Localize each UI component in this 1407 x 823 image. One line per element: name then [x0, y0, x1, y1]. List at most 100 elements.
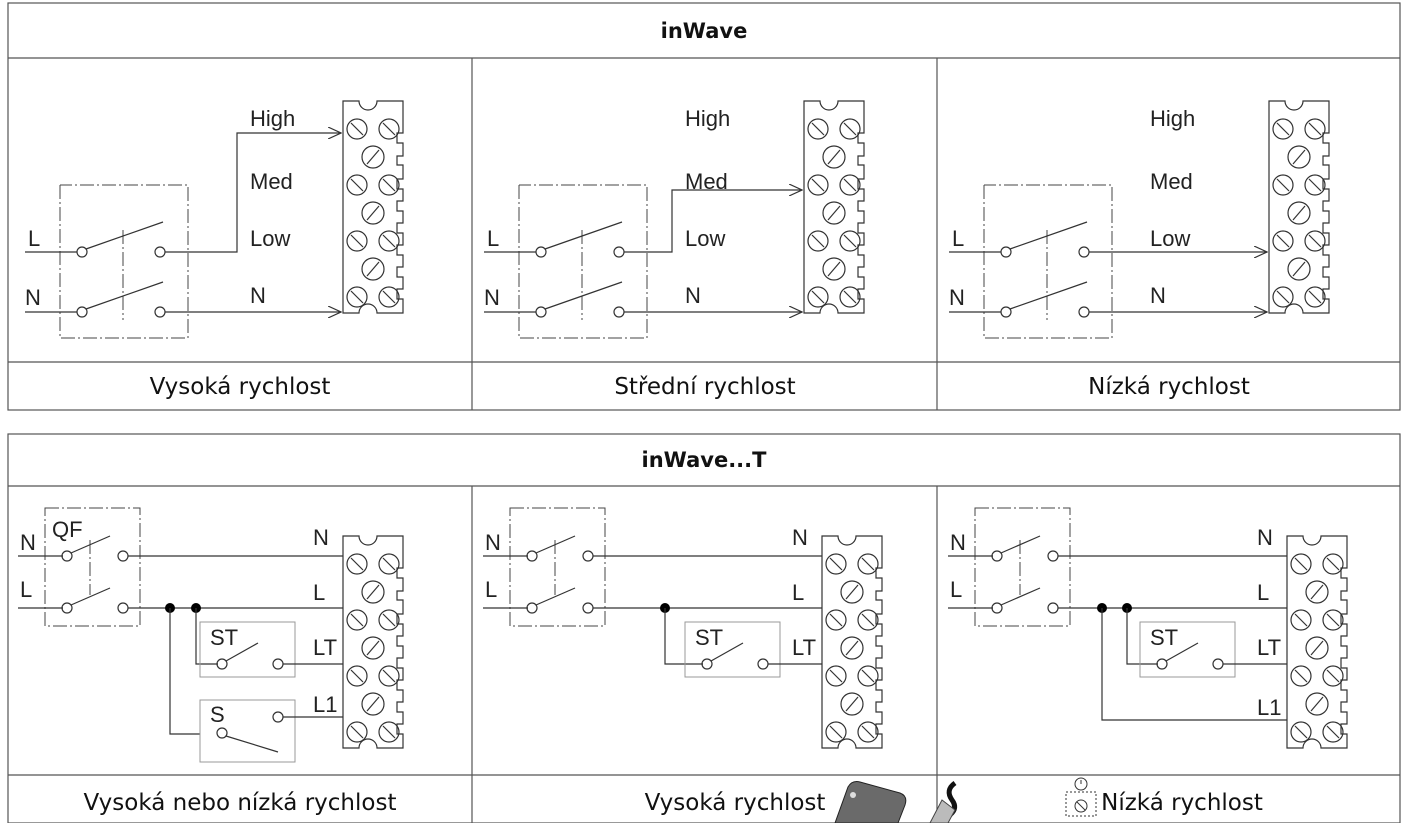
contact	[613, 306, 625, 318]
screw-icon	[839, 230, 861, 252]
caption-high-speed: Vysoká rychlost	[645, 790, 826, 816]
screw-icon	[825, 721, 847, 743]
screw-icon	[346, 721, 368, 743]
table-bottom: inWave...T	[7, 433, 1401, 823]
switch-housing	[518, 184, 648, 339]
remote-control-photo	[834, 781, 907, 823]
contact	[1156, 658, 1168, 670]
screw-icon	[1272, 118, 1294, 140]
wire-label-low: Low	[1150, 226, 1190, 251]
screw-icon	[346, 553, 368, 575]
screw-icon	[1290, 609, 1312, 631]
contact	[61, 602, 73, 614]
screw-icon	[825, 609, 847, 631]
wire-label-l: L	[487, 226, 499, 251]
screw-icon	[807, 286, 829, 308]
bridge-screw-icon	[1287, 257, 1311, 281]
bridge-screw-icon	[840, 580, 864, 604]
caption-low-speed: Nízká rychlost	[1088, 374, 1250, 400]
breaker-housing	[974, 507, 1071, 627]
screw-icon	[857, 721, 879, 743]
bridge-screw-icon	[361, 257, 385, 281]
caption-low-speed: Nízká rychlost	[1101, 790, 1263, 816]
contact	[613, 246, 625, 258]
label-l: L	[485, 577, 497, 602]
contact	[526, 550, 538, 562]
screw-icon	[1272, 286, 1294, 308]
label-l1: L1	[313, 692, 337, 717]
contact	[216, 727, 228, 739]
contact	[1078, 306, 1090, 318]
bridge-screw-icon	[1305, 692, 1329, 716]
terminal-block	[821, 535, 883, 749]
label-l: L	[313, 580, 325, 605]
screw-icon	[1290, 553, 1312, 575]
screw-icon	[807, 118, 829, 140]
terminal-block	[1286, 535, 1348, 749]
contact	[154, 246, 166, 258]
contact	[272, 711, 284, 723]
screw-icon	[1290, 665, 1312, 687]
caption-high-speed: Vysoká rychlost	[150, 374, 331, 400]
terminal-block	[342, 535, 404, 749]
wire-l1	[1101, 608, 1287, 721]
caption-medium-speed: Střední rychlost	[614, 374, 795, 400]
label-lt: LT	[792, 635, 816, 660]
contact	[76, 306, 88, 318]
sensor-photo	[929, 780, 958, 823]
table-title: inWave...T	[642, 448, 768, 472]
label-l: L	[792, 580, 804, 605]
wire-label-n: N	[685, 283, 701, 308]
terminal-block-outline	[342, 100, 404, 314]
screw-icon	[378, 174, 400, 196]
label-n: N	[20, 530, 36, 555]
label-n: N	[313, 525, 329, 550]
contact	[117, 602, 129, 614]
screw-icon	[378, 721, 400, 743]
screw-icon	[1290, 721, 1312, 743]
screw-icon	[378, 553, 400, 575]
switch-blade	[85, 221, 164, 250]
label-l1: L1	[1257, 695, 1281, 720]
label-st: ST	[1150, 625, 1178, 650]
st-housing	[684, 621, 781, 678]
label-n: N	[485, 530, 501, 555]
label-lt: LT	[313, 635, 337, 660]
label-st: ST	[210, 625, 238, 650]
terminal-block-outline	[803, 100, 865, 314]
switch-blade	[85, 281, 164, 310]
wire-l-out	[165, 133, 341, 253]
wire-st-in	[664, 608, 703, 665]
screw-icon	[825, 665, 847, 687]
screw-icon	[807, 174, 829, 196]
contact	[991, 602, 1003, 614]
bridge-screw-icon	[822, 257, 846, 281]
screw-icon	[1322, 721, 1344, 743]
s-housing	[199, 699, 296, 763]
screw-icon	[346, 174, 368, 196]
bridge-screw-icon	[361, 201, 385, 225]
label-n: N	[1257, 525, 1273, 550]
terminal-block-outline	[1286, 535, 1348, 749]
screw-icon	[346, 609, 368, 631]
switch-blade	[1000, 535, 1041, 554]
bridge-screw-icon	[840, 636, 864, 660]
screw-icon	[807, 230, 829, 252]
breaker-housing	[44, 507, 141, 627]
wire-label-high: High	[685, 106, 730, 131]
wire-label-med: Med	[250, 169, 293, 194]
screw-icon	[839, 118, 861, 140]
screw-icon	[1322, 553, 1344, 575]
screw-icon	[378, 118, 400, 140]
contact	[1000, 246, 1012, 258]
bridge-screw-icon	[1287, 145, 1311, 169]
wire-label-n: N	[250, 283, 266, 308]
screw-icon	[378, 665, 400, 687]
switch-blade	[710, 642, 744, 662]
screw-icon	[346, 665, 368, 687]
table-top: inWave	[7, 2, 1401, 411]
contact	[757, 658, 769, 670]
bridge-screw-icon	[1305, 580, 1329, 604]
st-housing	[199, 621, 296, 678]
